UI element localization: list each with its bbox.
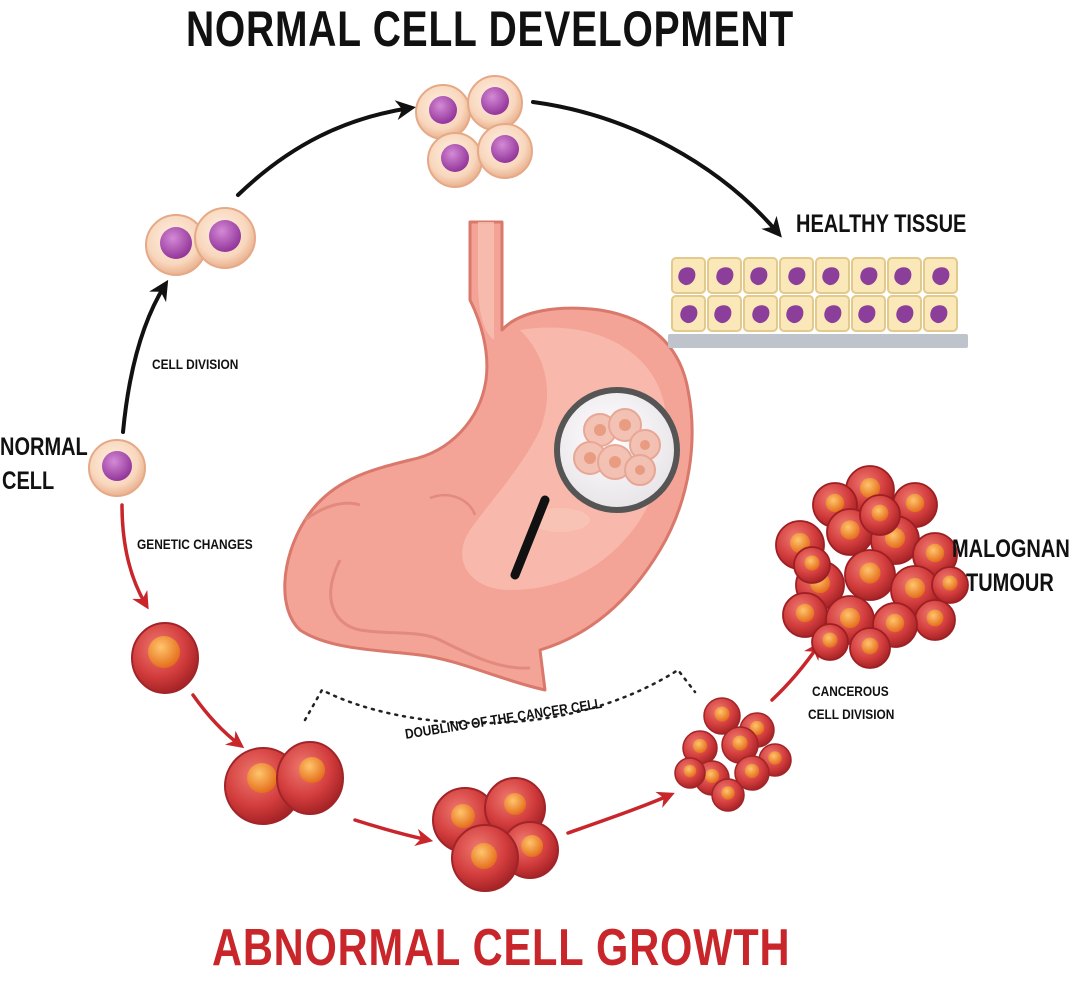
cluster-cell: [734, 755, 770, 791]
tissue-cell: [707, 257, 742, 294]
tissue-cell: [779, 295, 814, 332]
tissue-cell: [779, 257, 814, 294]
tumour-cell: [782, 592, 828, 638]
cluster-cell: [721, 726, 759, 764]
cancer-cell-cluster: [674, 697, 792, 812]
label-normal-cell-line1: NORMAL: [0, 433, 88, 461]
title-normal-cell-development: NORMAL CELL DEVELOPMENT: [185, 1, 795, 57]
cluster-cell: [711, 778, 745, 812]
tissue-cell: [923, 295, 958, 332]
tumour-cell: [931, 566, 969, 604]
cluster-cell: [703, 697, 741, 735]
label-healthy-tissue: HEALTHY TISSUE: [796, 210, 967, 238]
tumour-cell: [849, 627, 891, 669]
single-cancer-cell: [131, 622, 199, 694]
tumour-cell: [793, 546, 831, 584]
arrow-genetic-changes: [120, 503, 149, 610]
magnifier-icon: [510, 387, 680, 580]
label-genetic-changes: GENETIC CHANGES: [137, 536, 253, 552]
tissue-cell: [887, 257, 922, 294]
tissue-cell: [923, 257, 958, 294]
two-cancer-cells: [224, 741, 344, 825]
tissue-cell: [815, 295, 850, 332]
tissue-cell: [851, 257, 886, 294]
two-dividing-cells: [145, 207, 256, 276]
label-cell-division: CELL DIVISION: [152, 356, 239, 372]
magnified-cells: [573, 408, 661, 486]
arrow-to-four-cells: [236, 100, 416, 197]
tumour-cell: [914, 599, 956, 641]
four-cancer-cells: [432, 777, 559, 892]
tissue-cell: [815, 257, 850, 294]
doubling-bracket: [303, 668, 697, 725]
arrow-to-healthy-tissue: [531, 100, 782, 238]
arrow-to-two-cells: [191, 693, 245, 749]
tissue-cells: [671, 257, 958, 332]
tissue-cell: [851, 295, 886, 332]
tumour-cell: [811, 623, 849, 661]
tumour-cell: [859, 494, 901, 536]
arrow-to-cell-division: [121, 279, 169, 434]
tissue-cell: [743, 295, 778, 332]
abnormal-growth-arrows: [120, 503, 821, 846]
label-normal-cell-line2: CELL: [2, 467, 55, 495]
label-malignant-line1: MALOGNANT: [952, 535, 1070, 563]
tissue-cell: [671, 257, 706, 294]
tissue-cell: [743, 257, 778, 294]
arrow-to-four-cancer-cells: [353, 818, 434, 846]
four-normal-cells: [415, 75, 533, 188]
tissue-cell: [671, 295, 706, 332]
tissue-cell: [707, 295, 742, 332]
normal-development-arrows: [121, 100, 782, 434]
arrow-to-cluster: [566, 791, 675, 835]
tissue-cell: [887, 295, 922, 332]
malignant-tumour: [775, 465, 969, 669]
label-cancerous-line2: CELL DIVISION: [808, 706, 895, 722]
normal-cell: [88, 439, 146, 497]
tumour-cell: [844, 549, 896, 601]
cluster-cell: [674, 757, 706, 789]
label-malignant-line2: TUMOUR: [966, 569, 1054, 597]
label-cancerous-line1: CANCEROUS: [812, 683, 889, 699]
healthy-tissue-illustration: [668, 257, 968, 348]
title-abnormal-cell-growth: ABNORMAL CELL GROWTH: [212, 919, 791, 977]
